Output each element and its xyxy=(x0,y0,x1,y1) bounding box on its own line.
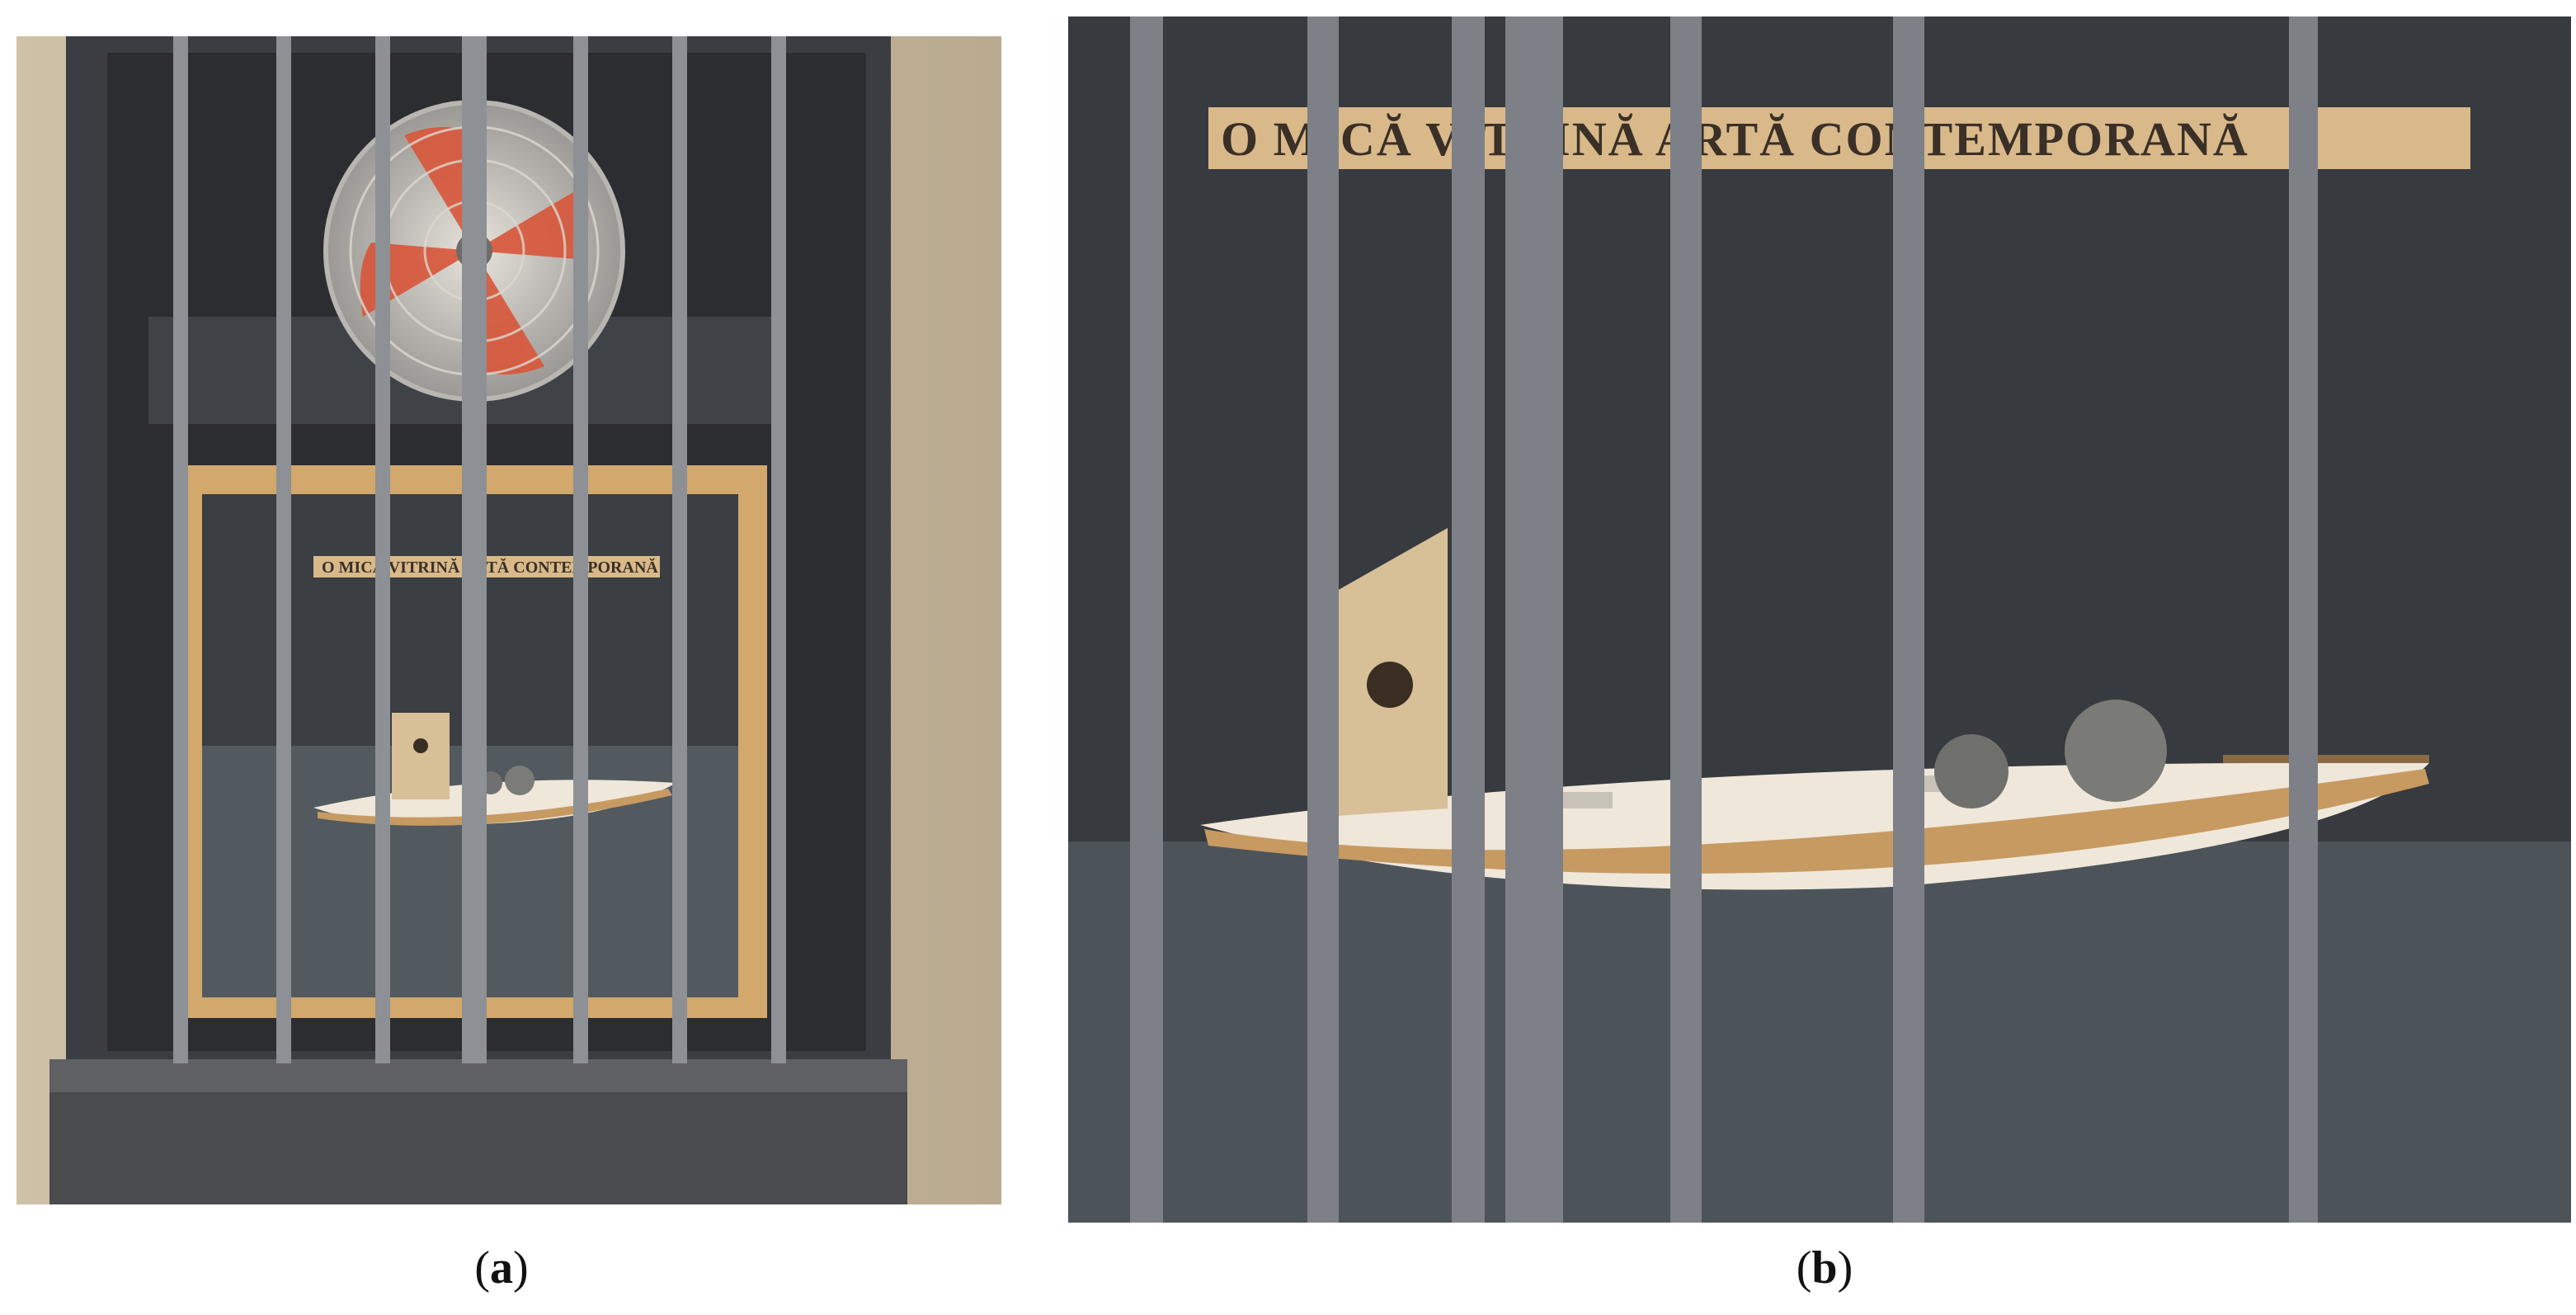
glass-stone xyxy=(2065,700,2167,802)
window-bars xyxy=(1130,16,2318,1223)
storefront-photo-a: O MICĂ VITRINĂ ARTĂ CONTEMPORANĂ xyxy=(16,36,1001,1204)
photo-panel-a: O MICĂ VITRINĂ ARTĂ CONTEMPORANĂ xyxy=(16,36,1001,1204)
sill xyxy=(49,1092,907,1204)
photo-panel-b: O MICĂ VITRINĂ ARTĂ CONTEMPORANĂ xyxy=(1068,16,2571,1223)
caption-a: (a) xyxy=(474,1242,529,1294)
window-sign-text: O MICĂ VITRINĂ ARTĂ CONTEMPORANĂ xyxy=(322,557,658,577)
birdhouse xyxy=(392,713,450,799)
storefront-photo-b: O MICĂ VITRINĂ ARTĂ CONTEMPORANĂ xyxy=(1068,16,2571,1223)
glass-stone xyxy=(1934,734,2009,808)
window-sign-text: O MICĂ VITRINĂ ARTĂ CONTEMPORANĂ xyxy=(1221,112,2249,166)
window-sign xyxy=(1208,107,2470,169)
window-bars xyxy=(173,36,786,1063)
caption-b: (b) xyxy=(1796,1242,1853,1294)
